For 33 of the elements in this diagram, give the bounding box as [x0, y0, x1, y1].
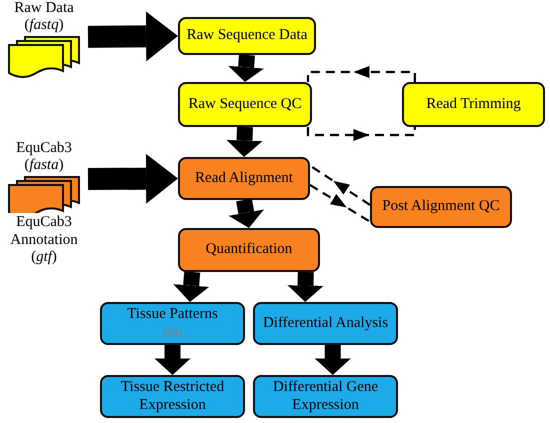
block-arrow	[154, 345, 190, 375]
method-label: tau	[162, 324, 182, 341]
block-arrow	[173, 271, 210, 302]
step-label: Read Alignment	[195, 170, 293, 188]
process-box	[178, 82, 312, 127]
process-box	[253, 302, 398, 345]
step-label: Tissue Patterns	[127, 306, 218, 324]
process-box	[178, 17, 316, 55]
block-arrow	[226, 126, 263, 157]
file-label: EquCab3 (fasta)	[15, 140, 73, 174]
file-label: Raw Data (fastq)	[13, 0, 75, 34]
step-label: Differential Analysis	[262, 314, 388, 332]
step-label: Post Alignment QC	[382, 198, 500, 216]
block-arrow	[228, 198, 264, 228]
process-box	[370, 186, 512, 228]
file-label: EquCab3 Annotation (gtf)	[9, 214, 79, 266]
step-label: Read Trimming	[426, 96, 521, 114]
process-box	[100, 302, 245, 345]
step-label: Raw Sequence Data	[186, 27, 308, 45]
process-box	[253, 375, 398, 418]
process-box	[402, 82, 545, 127]
block-arrow	[314, 345, 351, 375]
process-box	[178, 228, 320, 272]
process-box	[100, 375, 245, 418]
step-label: Raw Sequence QC	[188, 96, 302, 114]
block-arrow	[88, 154, 178, 204]
block-arrow	[288, 272, 324, 302]
step-label: Tissue Restricted Expression	[120, 379, 226, 414]
block-arrow	[88, 11, 178, 62]
step-label: Differential Gene Expression	[272, 379, 380, 414]
step-label: Quantification	[206, 241, 292, 259]
process-box	[178, 157, 310, 200]
block-arrow	[228, 54, 264, 82]
